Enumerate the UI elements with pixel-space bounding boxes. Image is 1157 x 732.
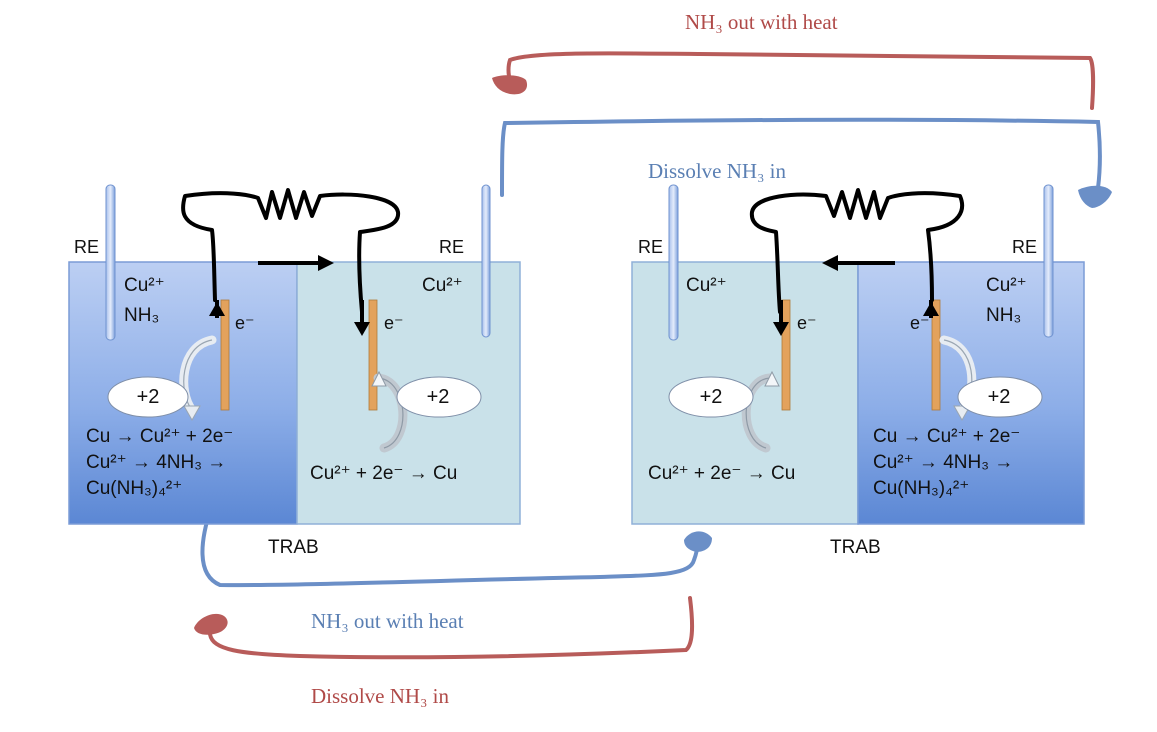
red-flow-top — [492, 51, 1096, 110]
right-trab-label: TRAB — [830, 537, 881, 558]
right-external-circuit — [749, 188, 965, 314]
left-trab-label: TRAB — [268, 537, 319, 558]
left-external-circuit — [181, 188, 400, 314]
left-anode-species-nh3: NH₃ — [124, 305, 160, 326]
left-anode-reaction-2: Cu²⁺ → 4NH₃ → — [86, 452, 227, 473]
left-anode-charge-oval — [107, 376, 189, 418]
bottom-blue-flow-label: NH₃ out with heat — [311, 609, 464, 633]
right-anode-reaction-1: Cu → Cu²⁺ + 2e⁻ — [873, 426, 1021, 447]
left-cathode-charge-oval — [396, 376, 482, 418]
left-anode-electrode — [220, 299, 230, 411]
left-reference-electrode-1 — [105, 184, 116, 341]
right-current-arrow — [822, 255, 838, 271]
right-anode-electron-label: e⁻ — [910, 313, 930, 333]
right-anode-species-cu: Cu²⁺ — [986, 275, 1027, 296]
left-reference-electrode-2 — [481, 184, 491, 338]
top-red-flow-label: NH₃ out with heat — [685, 10, 838, 34]
right-reference-electrode-2 — [1043, 184, 1054, 338]
left-cell — [68, 184, 521, 525]
left-cathode-electrode — [368, 299, 378, 411]
left-cathode-reaction: Cu²⁺ + 2e⁻ → Cu — [310, 463, 458, 484]
right-anode-electrode — [931, 299, 941, 411]
right-anode-charge-label: +2 — [987, 386, 1011, 408]
right-anode-species-nh3: NH₃ — [986, 305, 1022, 326]
left-cathode-charge-label: +2 — [426, 386, 450, 408]
left-anode-charge-label: +2 — [136, 386, 160, 408]
right-cathode-charge-label: +2 — [699, 386, 723, 408]
right-anode-electron-arrow — [923, 302, 939, 316]
left-re-label-2: RE — [439, 237, 465, 257]
right-cathode-electrode — [781, 299, 791, 411]
left-anode-species-cu: Cu²⁺ — [124, 275, 165, 296]
left-cathode-species: Cu²⁺ — [422, 275, 463, 296]
red-flow-bottom — [194, 596, 695, 660]
left-cathode-electron-label: e⁻ — [384, 313, 404, 333]
right-anode-charge-oval — [957, 376, 1043, 418]
right-cell — [631, 184, 1085, 525]
top-blue-flow-label: Dissolve NH₃ in — [648, 159, 786, 183]
left-cathode-electron-arrow — [354, 322, 370, 336]
right-re-label-1: RE — [638, 237, 664, 257]
bottom-red-flow-label: Dissolve NH₃ in — [311, 684, 449, 708]
right-reference-electrode-1 — [668, 184, 679, 341]
left-current-arrow — [318, 255, 334, 271]
blue-flow-bottom — [200, 503, 712, 588]
right-cathode-electron-label: e⁻ — [797, 313, 817, 333]
left-anode-reaction-3: Cu(NH₃)₄²⁺ — [86, 478, 183, 499]
left-anode-electron-arrow — [209, 302, 225, 316]
right-re-label-2: RE — [1012, 237, 1038, 257]
right-cathode-reaction: Cu²⁺ + 2e⁻ → Cu — [648, 463, 796, 484]
left-anode-reaction-1: Cu → Cu²⁺ + 2e⁻ — [86, 426, 234, 447]
left-re-label-1: RE — [74, 237, 100, 257]
right-anode-reaction-2: Cu²⁺ → 4NH₃ → — [873, 452, 1014, 473]
right-cathode-charge-oval — [668, 376, 754, 418]
right-cathode-electron-arrow — [773, 322, 789, 336]
blue-flow-top — [500, 117, 1112, 208]
left-anode-electron-label: e⁻ — [235, 313, 255, 333]
right-cathode-species: Cu²⁺ — [686, 275, 727, 296]
right-anode-reaction-3: Cu(NH₃)₄²⁺ — [873, 478, 970, 499]
